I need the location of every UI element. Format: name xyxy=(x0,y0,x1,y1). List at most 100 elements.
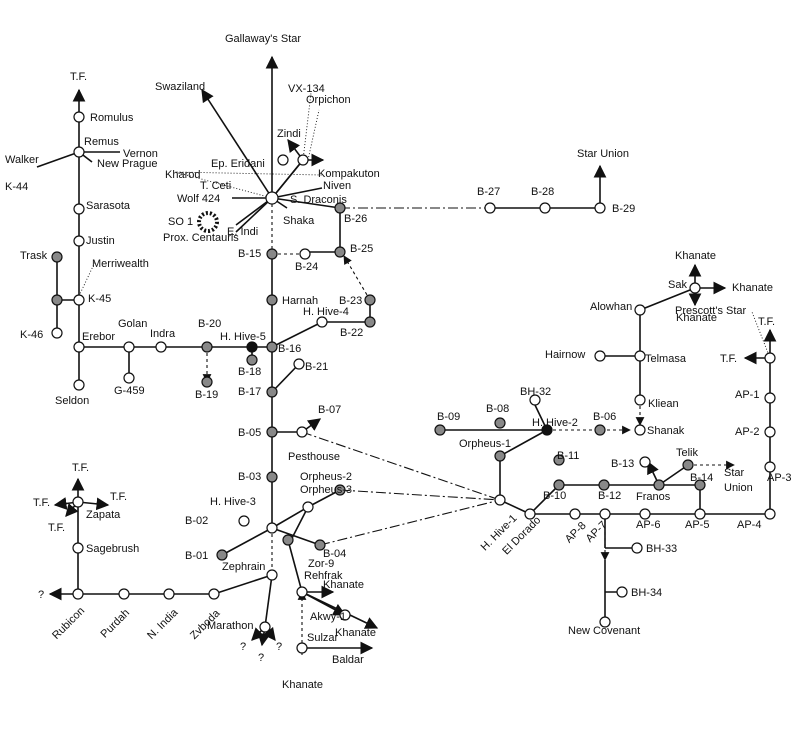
node-ap7[interactable] xyxy=(599,508,611,520)
node-prescotts[interactable] xyxy=(764,352,776,364)
node-b14[interactable] xyxy=(694,479,706,491)
node-marathon[interactable] xyxy=(259,621,271,633)
node-b28[interactable] xyxy=(539,202,551,214)
node-b13[interactable] xyxy=(639,456,651,468)
node-zephrain[interactable] xyxy=(266,569,278,581)
label-hhive2: H. Hive-2 xyxy=(532,417,578,429)
node-b25[interactable] xyxy=(334,246,346,258)
node-hhive2[interactable] xyxy=(541,424,553,436)
node-ap5[interactable] xyxy=(694,508,706,520)
node-b29[interactable] xyxy=(594,202,606,214)
label-hhive4: H. Hive-4 xyxy=(303,306,349,318)
node-b05[interactable] xyxy=(266,426,278,438)
node-sak[interactable] xyxy=(689,282,701,294)
node-zapata[interactable] xyxy=(72,496,84,508)
node-sarasota[interactable] xyxy=(73,203,85,215)
node-ap3[interactable] xyxy=(764,461,776,473)
node-zor9[interactable] xyxy=(282,534,294,546)
node-b15[interactable] xyxy=(266,248,278,260)
node-so1[interactable] xyxy=(197,211,219,233)
node-hhive1[interactable] xyxy=(494,494,506,506)
node-b02[interactable] xyxy=(238,515,250,527)
label-pesthouse: Pesthouse xyxy=(288,451,340,463)
node-bh34[interactable] xyxy=(616,586,628,598)
node-k46[interactable] xyxy=(51,327,63,339)
node-remus[interactable] xyxy=(73,146,85,158)
node-orpheus3[interactable] xyxy=(302,501,314,513)
node-new-covenant[interactable] xyxy=(599,616,611,628)
node-purdah[interactable] xyxy=(118,588,130,600)
node-b04[interactable] xyxy=(314,539,326,551)
node-b10[interactable] xyxy=(553,479,565,491)
node-b01[interactable] xyxy=(216,549,228,561)
label-wolf424: Wolf 424 xyxy=(177,193,220,205)
label-b22: B-22 xyxy=(340,327,363,339)
label-ap8: AP-8 xyxy=(563,520,589,546)
node-el-dorado[interactable] xyxy=(524,508,536,520)
label-vx134: VX-134 xyxy=(288,83,325,95)
node-romulus[interactable] xyxy=(73,111,85,123)
node-ap4[interactable] xyxy=(764,508,776,520)
node-b20[interactable] xyxy=(201,341,213,353)
node-shaka[interactable] xyxy=(265,191,279,205)
node-b19[interactable] xyxy=(201,376,213,388)
node-k45a[interactable] xyxy=(51,294,63,306)
node-rehfrak[interactable] xyxy=(296,586,308,598)
node-hhive5[interactable] xyxy=(246,341,258,353)
node-akwy1[interactable] xyxy=(339,609,351,621)
node-b09[interactable] xyxy=(434,424,446,436)
node-golan[interactable] xyxy=(123,341,135,353)
node-ap8[interactable] xyxy=(569,508,581,520)
node-b11[interactable] xyxy=(553,454,565,466)
label-k45: K-45 xyxy=(88,293,111,305)
node-b03[interactable] xyxy=(266,471,278,483)
node-kompakuton[interactable] xyxy=(297,154,309,166)
node-harnah[interactable] xyxy=(266,294,278,306)
node-b12[interactable] xyxy=(598,479,610,491)
label-b02: B-02 xyxy=(185,515,208,527)
node-ap6[interactable] xyxy=(639,508,651,520)
node-telik[interactable] xyxy=(682,459,694,471)
node-telmasa[interactable] xyxy=(634,350,646,362)
node-zvboda[interactable] xyxy=(208,588,220,600)
node-b22[interactable] xyxy=(364,316,376,328)
node-g459[interactable] xyxy=(123,372,135,384)
node-hairnow[interactable] xyxy=(594,350,606,362)
node-b24[interactable] xyxy=(299,248,311,260)
node-b26[interactable] xyxy=(334,202,346,214)
node-ap1[interactable] xyxy=(764,392,776,404)
node-indra[interactable] xyxy=(155,341,167,353)
node-kliean[interactable] xyxy=(634,394,646,406)
node-orpheus1[interactable] xyxy=(494,450,506,462)
node-b08[interactable] xyxy=(494,417,506,429)
node-alowhan[interactable] xyxy=(634,304,646,316)
node-k45b[interactable] xyxy=(73,294,85,306)
node-orpheus2[interactable] xyxy=(334,484,346,496)
node-hhive4[interactable] xyxy=(316,316,328,328)
node-b23[interactable] xyxy=(364,294,376,306)
node-bh33[interactable] xyxy=(631,542,643,554)
node-b21[interactable] xyxy=(293,358,305,370)
node-zindi[interactable] xyxy=(277,154,289,166)
node-sulzar[interactable] xyxy=(296,642,308,654)
node-n-india[interactable] xyxy=(163,588,175,600)
node-seldon[interactable] xyxy=(73,379,85,391)
label-b14: B-14 xyxy=(690,472,713,484)
node-b27[interactable] xyxy=(484,202,496,214)
node-b16[interactable] xyxy=(266,341,278,353)
node-sagebrush[interactable] xyxy=(72,542,84,554)
node-franos[interactable] xyxy=(653,479,665,491)
node-rubicon[interactable] xyxy=(72,588,84,600)
node-pesthouse[interactable] xyxy=(296,426,308,438)
node-bh32[interactable] xyxy=(529,394,541,406)
node-b17[interactable] xyxy=(266,386,278,398)
node-justin[interactable] xyxy=(73,235,85,247)
node-shanak[interactable] xyxy=(634,424,646,436)
node-ap2[interactable] xyxy=(764,426,776,438)
node-trask[interactable] xyxy=(51,251,63,263)
node-b18[interactable] xyxy=(246,354,258,366)
node-erebor[interactable] xyxy=(73,341,85,353)
node-hhive3[interactable] xyxy=(266,522,278,534)
label-k46: K-46 xyxy=(20,329,43,341)
node-b06[interactable] xyxy=(594,424,606,436)
